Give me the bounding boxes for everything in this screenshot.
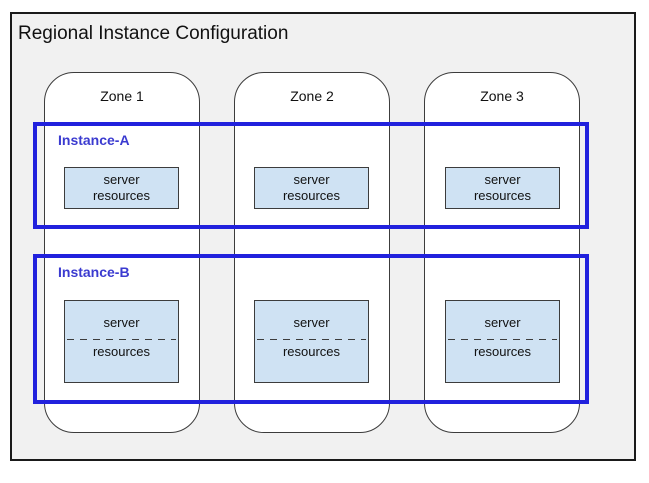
server-resources-label: server	[484, 315, 521, 330]
server-resources-box-a-zone3: server resources	[445, 167, 560, 209]
server-resources-box-b-zone2: server resources	[254, 300, 369, 383]
server-resources-label: resources	[92, 188, 151, 203]
region-title: Regional Instance Configuration	[18, 23, 289, 44]
zone-3-label: Zone 3	[480, 88, 524, 104]
server-resources-box-a-zone2: server resources	[254, 167, 369, 209]
server-resources-label: server	[103, 315, 140, 330]
dashed-split-line	[448, 339, 557, 340]
server-resources-box-b-zone1: server resources	[64, 300, 179, 383]
instance-a-label: Instance-A	[58, 132, 130, 148]
region-box: Regional Instance Configuration Zone 1 Z…	[10, 12, 636, 461]
dashed-split-line	[257, 339, 366, 340]
server-resources-box-b-zone3: server resources	[445, 300, 560, 383]
server-resources-label: resources	[282, 344, 341, 359]
zone-2-label: Zone 2	[290, 88, 334, 104]
server-resources-label: resources	[282, 188, 341, 203]
instance-b-boundary: Instance-B	[33, 254, 589, 404]
server-resources-label: server	[484, 172, 521, 187]
instance-a-boundary: Instance-A	[33, 122, 589, 229]
server-resources-label: server	[293, 315, 330, 330]
dashed-split-line	[67, 339, 176, 340]
instance-b-label: Instance-B	[58, 264, 130, 280]
server-resources-label: server	[103, 172, 140, 187]
server-resources-label: resources	[473, 344, 532, 359]
server-resources-box-a-zone1: server resources	[64, 167, 179, 209]
zone-1-label: Zone 1	[100, 88, 144, 104]
server-resources-label: server	[293, 172, 330, 187]
server-resources-label: resources	[92, 344, 151, 359]
server-resources-label: resources	[473, 188, 532, 203]
